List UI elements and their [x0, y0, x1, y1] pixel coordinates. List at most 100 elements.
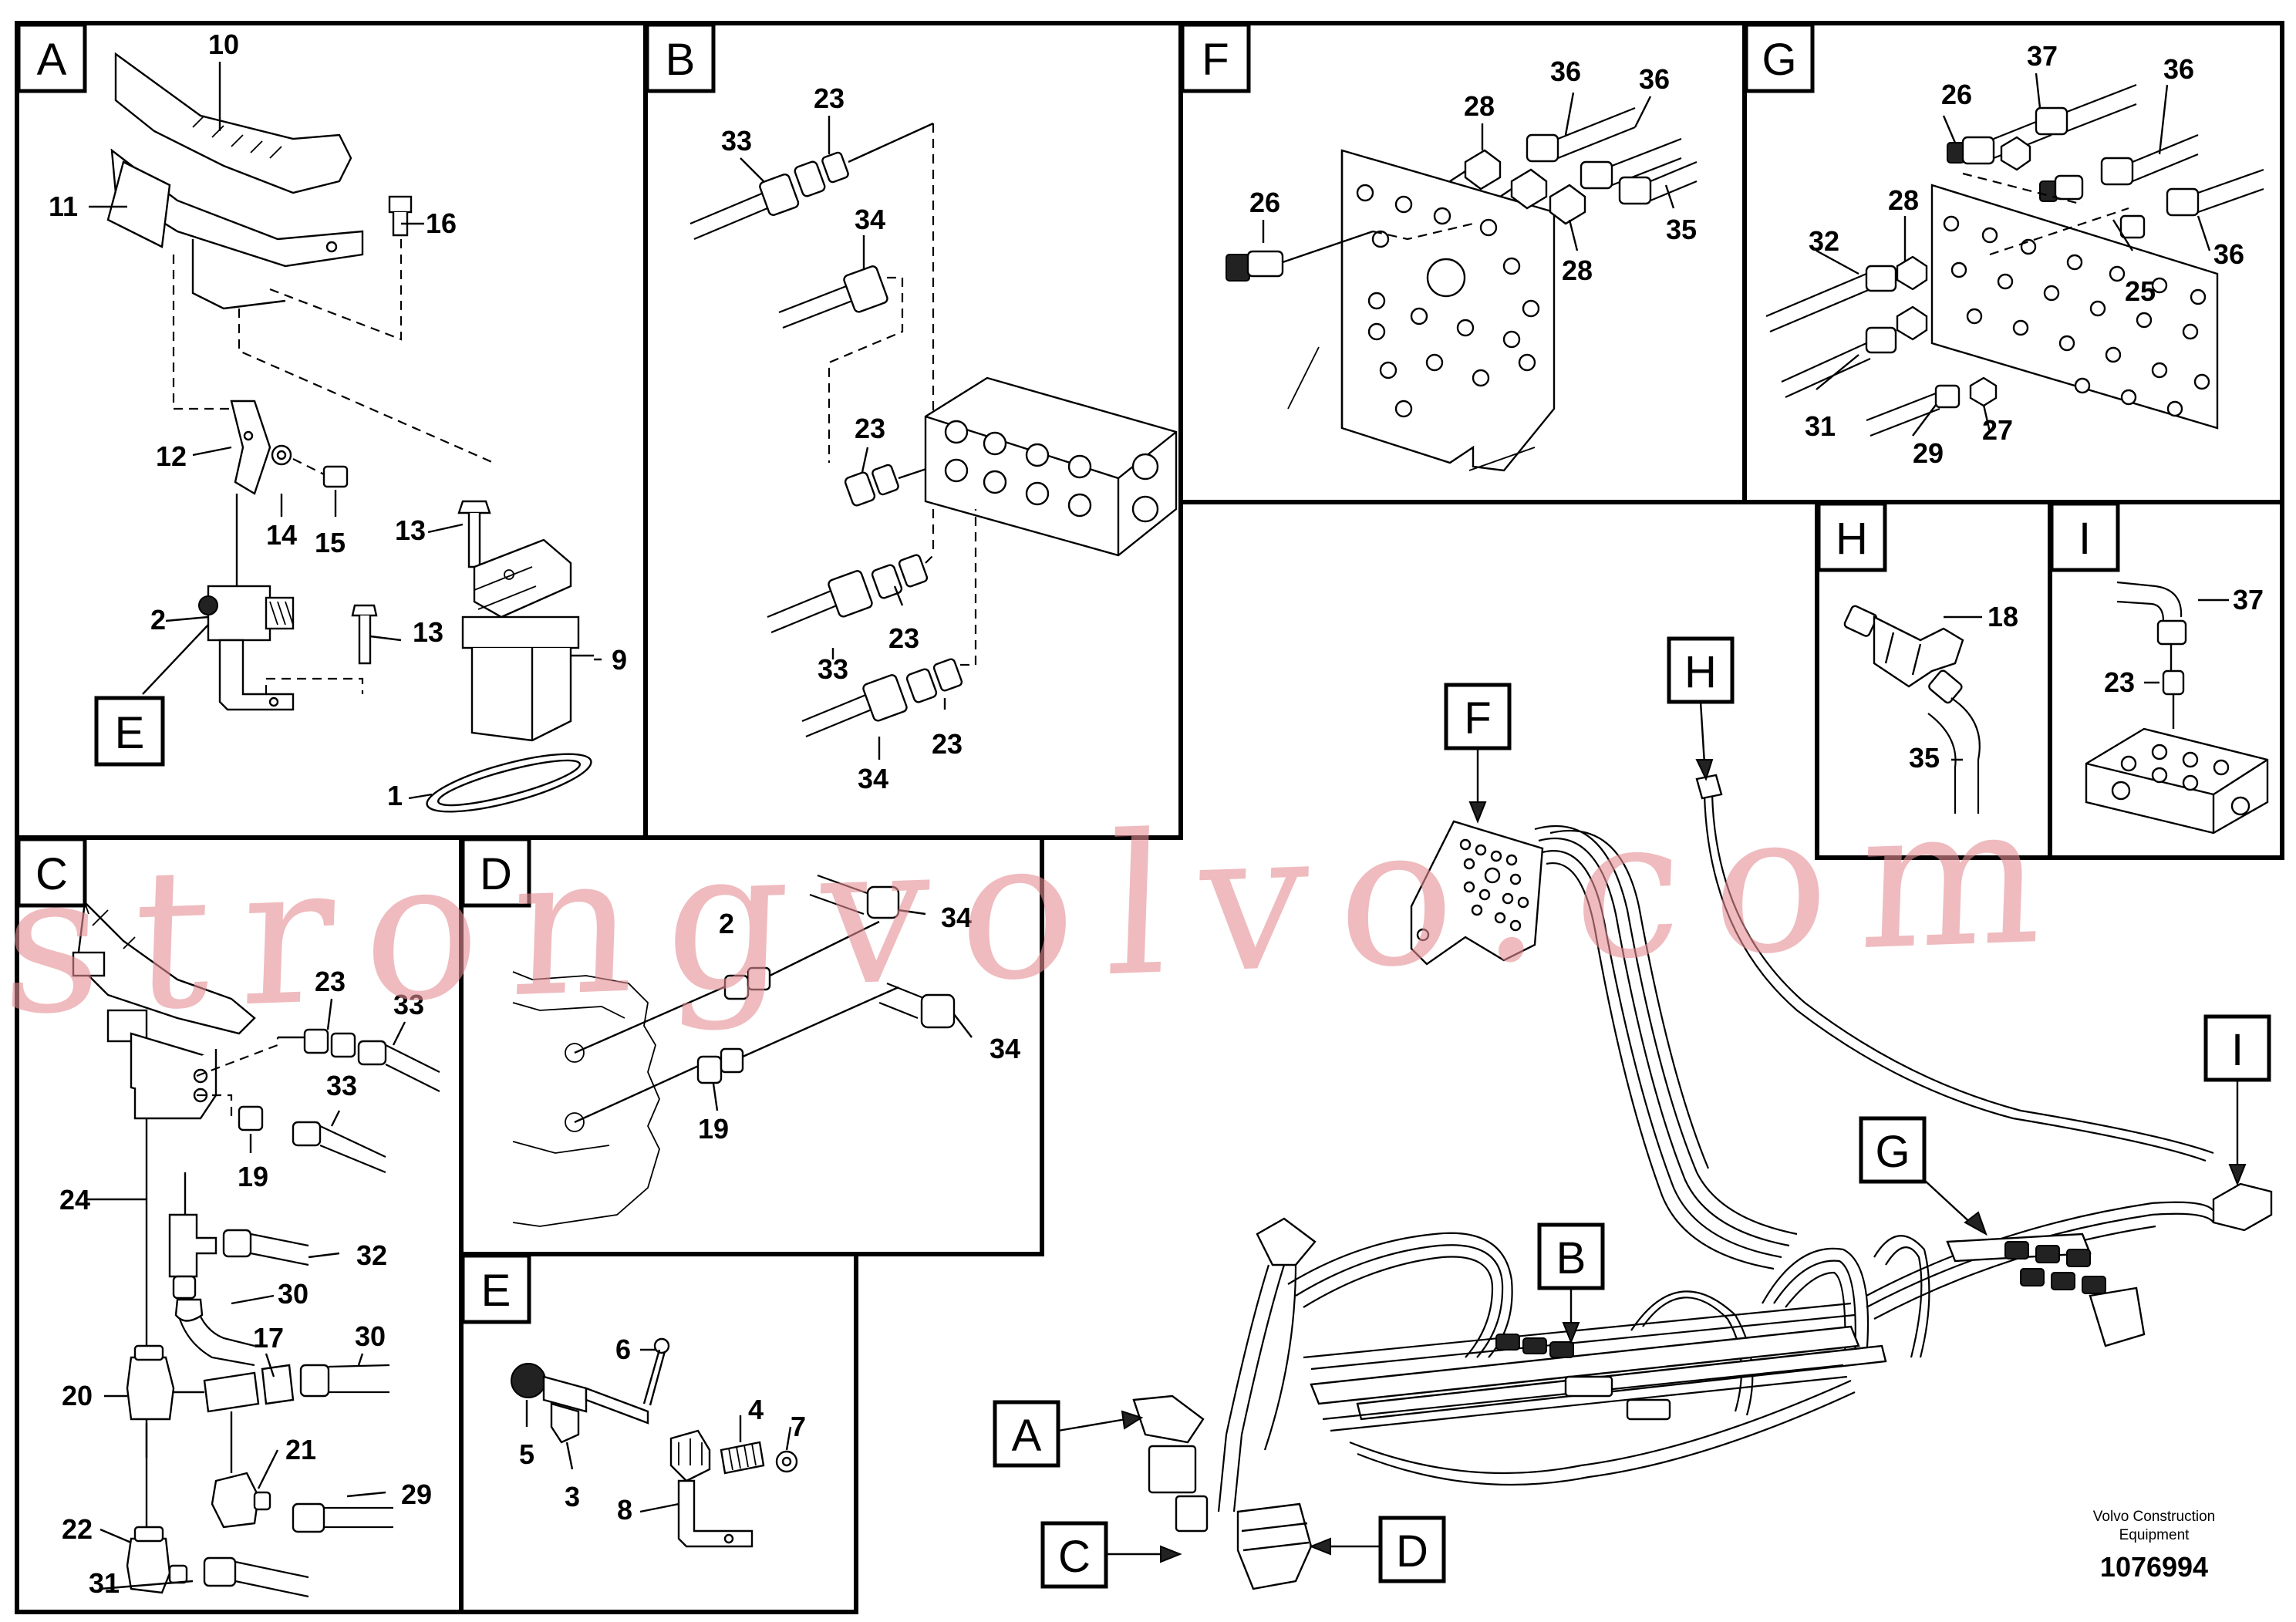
panel-f-label: F [1202, 35, 1229, 85]
callout: 2 [719, 908, 734, 939]
callout: 34 [858, 763, 888, 794]
callout: 3 [565, 1481, 580, 1512]
panel-d-artwork [512, 874, 973, 1227]
callout: 23 [932, 728, 963, 760]
panel-h-tag [1816, 501, 1887, 572]
overview-tags: F H I G B A C D [993, 636, 2271, 1589]
callout: 24 [59, 1184, 90, 1216]
callout: 23 [814, 83, 845, 114]
panel-e-tag [460, 1253, 531, 1324]
callout: 19 [698, 1113, 729, 1145]
callout: 26 [1941, 79, 1972, 110]
callout: 36 [1639, 63, 1670, 95]
plate-g-holes [1943, 215, 2210, 417]
callout: 29 [1913, 437, 1944, 469]
callout: 15 [315, 527, 346, 558]
overview-tag-f [1444, 683, 1512, 750]
overview-label-a: A [1012, 1411, 1042, 1461]
panel-a-label: A [37, 35, 67, 85]
callout: 33 [326, 1070, 357, 1101]
panel-g-artwork [1765, 73, 2264, 437]
panel-a-artwork [89, 52, 602, 813]
panel-e-frame [459, 1252, 858, 1614]
callout: 33 [818, 653, 848, 685]
callout: 19 [238, 1161, 268, 1192]
callout: 20 [62, 1380, 93, 1411]
panel-a-tag [16, 22, 87, 93]
callout: 6 [615, 1334, 631, 1365]
overview-tag-g [1859, 1116, 1927, 1184]
panel-i-tag [2049, 501, 2120, 572]
panel-b-tag [645, 22, 716, 93]
panel-h-labels: H 18 35 [1816, 501, 2018, 774]
callout: 22 [62, 1513, 93, 1545]
panel-f-tag [1180, 22, 1251, 93]
callout: 10 [208, 29, 239, 60]
callout: 8 [617, 1494, 632, 1526]
callout: 12 [156, 440, 187, 472]
overview-tag-i [2203, 1014, 2271, 1082]
plate-holes [1356, 184, 1540, 418]
maker-line-2: Equipment [2119, 1527, 2190, 1543]
panel-i-label: I [2079, 514, 2091, 564]
callout: 34 [855, 204, 885, 235]
panel-e-labels: E 6 5 3 8 4 7 [460, 1253, 806, 1526]
panel-g-label: G [1762, 35, 1796, 85]
bracket-f-holes [1459, 838, 1529, 932]
callout: 33 [393, 989, 424, 1020]
panel-d-labels: D 2 34 34 19 [460, 837, 1020, 1145]
callout: 13 [395, 514, 426, 546]
callout: 35 [1666, 214, 1697, 245]
overview-label-h: H [1684, 647, 1717, 697]
panel-e-artwork [511, 1337, 798, 1548]
callout: 17 [253, 1322, 284, 1354]
panel-h-label: H [1836, 514, 1868, 564]
panel-i-artwork [2085, 581, 2269, 835]
callout: 11 [49, 191, 78, 222]
callout: 36 [2163, 53, 2194, 85]
callout: 21 [285, 1434, 316, 1465]
callout: 37 [2233, 584, 2264, 615]
panel-c-artwork [72, 900, 440, 1598]
watermark: strongvolvo.com [0, 761, 2078, 1058]
panel-g-labels: G 37 26 36 28 32 25 36 31 29 27 [1744, 22, 2244, 469]
callout: 27 [1982, 414, 2013, 446]
callout: 23 [2104, 666, 2135, 698]
overview-fittings-g [2004, 1241, 2146, 1347]
callout: 29 [401, 1479, 432, 1510]
callout: 18 [1988, 601, 2018, 632]
overview-tag-c [1040, 1521, 1108, 1589]
overview-label-b: B [1556, 1233, 1586, 1283]
callout: 13 [413, 616, 443, 648]
callout: 9 [612, 644, 627, 676]
panel-h-artwork [1843, 605, 1982, 814]
panel-c-labels: C 23 33 33 19 24 32 30 17 30 20 21 29 22… [16, 837, 432, 1599]
panel-c-tag [16, 837, 87, 908]
callout: 36 [2213, 238, 2244, 270]
overview-label-g: G [1875, 1127, 1910, 1177]
panel-d-label: D [480, 849, 512, 899]
callout: 2 [150, 604, 166, 636]
callout: 26 [1249, 187, 1280, 218]
overview-label-f: F [1464, 693, 1491, 744]
callout: 28 [1562, 255, 1593, 286]
overview-tag-d [1378, 1516, 1446, 1583]
reference-number: 1076994 [2100, 1551, 2208, 1583]
panel-b-artwork [689, 116, 1178, 760]
callout: 4 [748, 1394, 764, 1425]
callout: 7 [791, 1411, 806, 1442]
panel-frames [15, 21, 2284, 1614]
overview-label-i: I [2231, 1025, 2244, 1075]
callout: 36 [1550, 56, 1581, 87]
overview-label-c: C [1058, 1532, 1091, 1582]
callout: 5 [519, 1438, 534, 1470]
callout: 30 [278, 1278, 308, 1310]
callout: 35 [1909, 742, 1940, 774]
panel-g-tag [1744, 22, 1815, 93]
callout: 34 [990, 1033, 1020, 1064]
panel-f-artwork [1226, 92, 1698, 472]
callout: 23 [315, 966, 346, 997]
maker-line-1: Volvo Construction [2093, 1509, 2215, 1525]
callout: 37 [2027, 40, 2058, 72]
